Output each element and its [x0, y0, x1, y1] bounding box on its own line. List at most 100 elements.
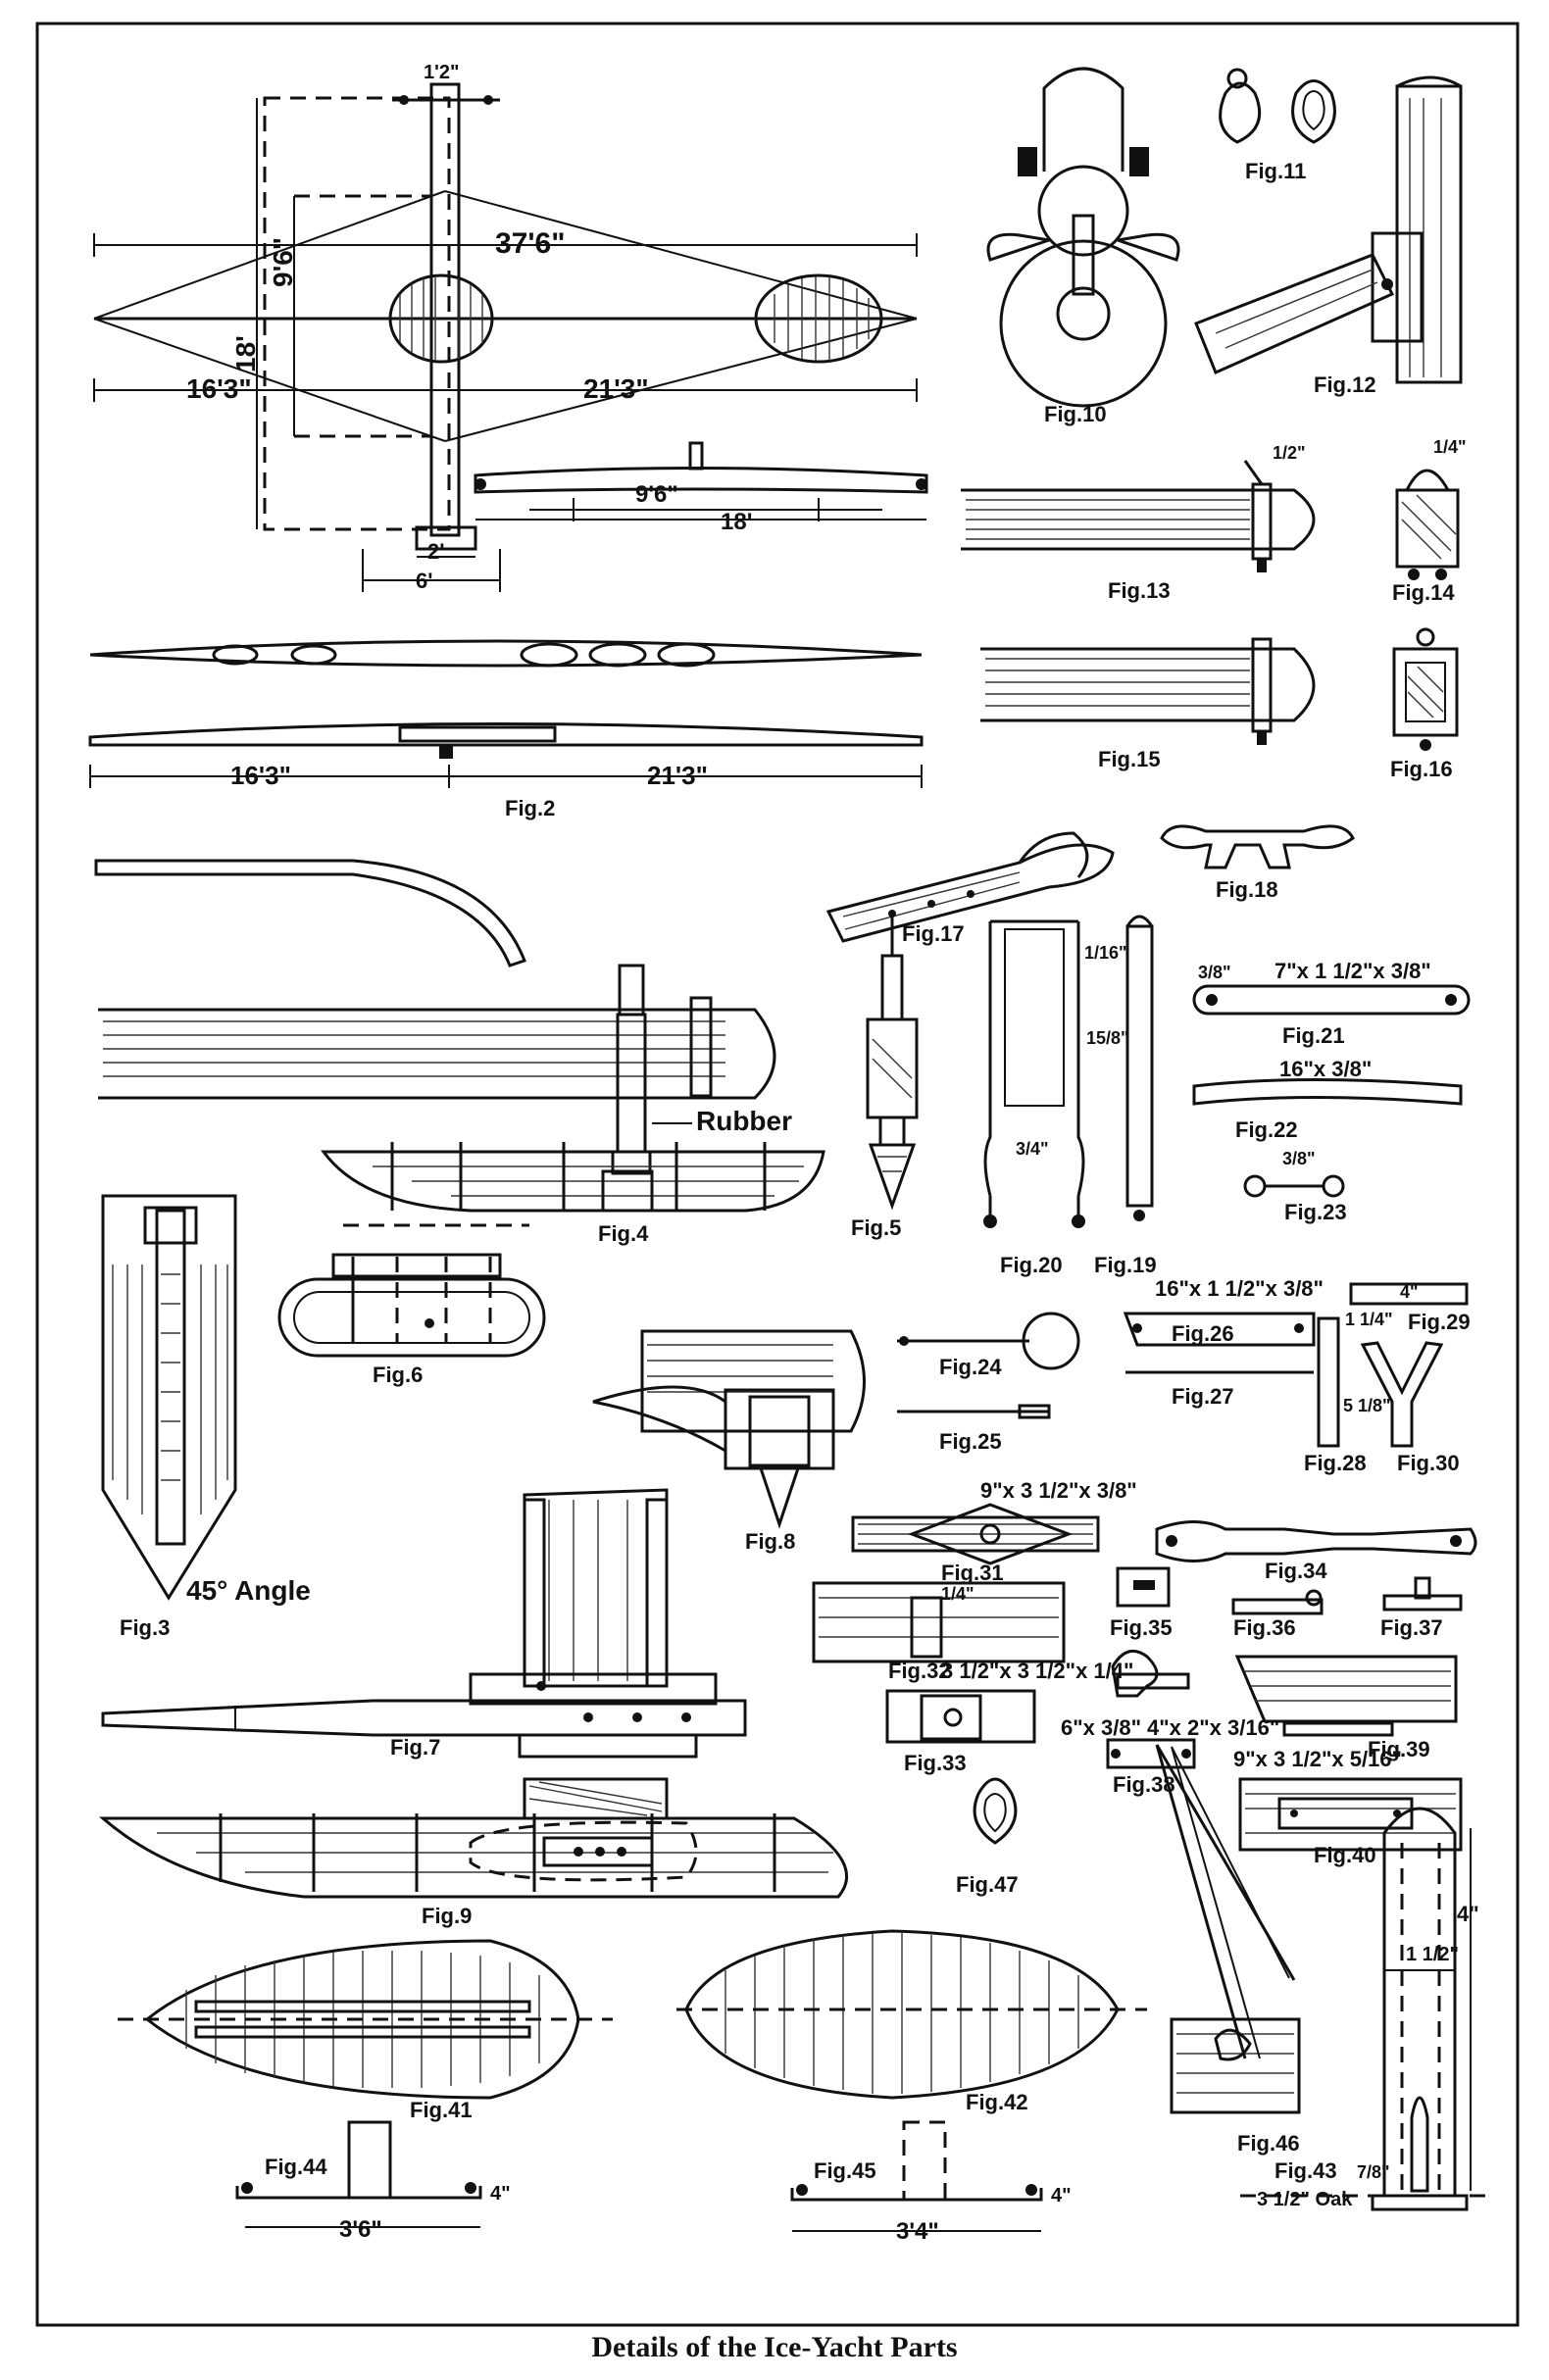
fig-22-label: Fig.22: [1235, 1117, 1298, 1142]
fig-45-label: Fig.45: [814, 2158, 876, 2183]
dim-f43-c: 7/8": [1357, 2162, 1390, 2182]
fig3-rudder-post: 45° Angle Fig.3: [101, 1194, 311, 1640]
dim-f44-h: 4": [490, 2183, 511, 2205]
fig-13-label: Fig.13: [1108, 578, 1171, 603]
fig-32-label: Fig.32: [888, 1659, 951, 1683]
dim-f32-b: 3 1/2"x 3 1/2"x 1/4": [941, 1659, 1133, 1683]
dim-f32-a: 1/4": [941, 1584, 974, 1604]
dim-16-3: 16'3": [186, 373, 252, 404]
fig41-fig44-sled: Fig.41 3'6" 4" Fig.44: [118, 1939, 613, 2243]
fig5-runner-section: Fig.5: [851, 917, 919, 1240]
dim-1-2: 1'2": [424, 62, 459, 83]
fig-29-label: Fig.29: [1408, 1310, 1471, 1334]
fig-36-label: Fig.36: [1233, 1615, 1296, 1640]
dim-f43-a: 4": [1457, 1902, 1479, 1926]
plate-border: [35, 22, 1520, 2327]
fig18-cleat: Fig.18: [1160, 824, 1355, 902]
fig9-runner: Fig.9: [98, 1777, 849, 1928]
fig14-clamp: 1/4" Fig.14: [1392, 437, 1467, 605]
dim-f22: 16"x 3/8": [1279, 1057, 1372, 1081]
dim-f28-a: 1 1/4": [1345, 1310, 1393, 1329]
fig7-stern: Fig.7: [101, 1488, 747, 1760]
fig2-hull: 16'3" 21'3" Fig.2: [88, 639, 924, 820]
fig-11-label: Fig.11: [1245, 159, 1306, 183]
fig40-plate: Fig.40: [1238, 1777, 1463, 1867]
fig12-mast-fitting: Fig.12: [1194, 75, 1463, 397]
rubber-label: Rubber: [696, 1106, 792, 1136]
fig-19-label: Fig.19: [1094, 1253, 1157, 1277]
dim-f21-b: 7"x 1 1/2"x 3/8": [1274, 959, 1431, 983]
dim-f28-b: 5 1/8": [1343, 1396, 1391, 1415]
fig-2-label: Fig.2: [505, 796, 555, 820]
fig39-hinge: Fig.39 9"x 3 1/2"x 5/16": [1233, 1655, 1458, 1771]
dim-9-6b: 9'6": [635, 481, 678, 508]
fig-3-label: Fig.3: [120, 1615, 170, 1640]
fig-4-label: Fig.4: [598, 1221, 649, 1246]
fig-23-label: Fig.23: [1284, 1200, 1347, 1224]
dim-18: 18': [230, 335, 261, 372]
fig-9-label: Fig.9: [422, 1904, 472, 1928]
fig-25-label: Fig.25: [939, 1429, 1002, 1454]
fig11-thimbles: Fig.11: [1219, 68, 1336, 183]
dim-f45: 3'4": [896, 2218, 939, 2245]
fig-8-label: Fig.8: [745, 1529, 795, 1554]
fig-14-label: Fig.14: [1392, 580, 1455, 605]
dim-f13: 1/2": [1273, 443, 1306, 463]
fig-10-label: Fig.10: [1044, 402, 1107, 426]
fig-15-label: Fig.15: [1098, 747, 1161, 771]
fig-42-label: Fig.42: [966, 2090, 1028, 2114]
dim-f43-b: 1 1/2": [1406, 1944, 1459, 1965]
dim-f26: 16"x 1 1/2"x 3/8": [1155, 1276, 1324, 1301]
fig-30-label: Fig.30: [1397, 1451, 1460, 1475]
fig-12-label: Fig.12: [1314, 372, 1376, 397]
fig-5-label: Fig.5: [851, 1215, 901, 1240]
fig-47-label: Fig.47: [956, 1872, 1019, 1897]
dim-21-3: 21'3": [583, 373, 649, 404]
fig-44-label: Fig.44: [265, 2155, 327, 2179]
fig-34-label: Fig.34: [1265, 1559, 1327, 1583]
dim-f20-a: 1/16": [1084, 943, 1127, 963]
fig-40-label: Fig.40: [1314, 1843, 1376, 1867]
dim-f29: 4": [1400, 1282, 1419, 1302]
fig46-mast-stay: Fig.46: [1155, 1744, 1301, 2156]
dim-21-3b: 21'3": [647, 761, 708, 790]
dim-f38-b: 4"x 2"x 3/16": [1147, 1715, 1279, 1740]
fig-43-label: Fig.43: [1274, 2158, 1337, 2183]
fig8-runner-section: Fig.8: [592, 1329, 866, 1554]
dim-f31: 9"x 3 1/2"x 3/8": [980, 1478, 1137, 1503]
fig32-fig33-plates: 1/4" Fig.32 3 1/2"x 3 1/2"x 1/4" Fig.33: [812, 1581, 1133, 1775]
fig43-runner-shoe: 4" 1 1/2" Fig.43 7/8" 3 1/2" Oak: [1240, 1807, 1490, 2211]
fig23-link: 3/8" Fig.23: [1243, 1149, 1347, 1224]
fig22-bar: 16"x 3/8" Fig.22: [1192, 1057, 1463, 1142]
fig38-hasp: 6"x 3/8" 4"x 2"x 3/16" Fig.38: [1061, 1649, 1279, 1797]
fig-31-label: Fig.31: [941, 1561, 1004, 1585]
fig20-fig19-straps: 1/16" 15/8" 3/4" Fig.20 Fig.19: [983, 915, 1157, 1277]
fig-16-label: Fig.16: [1390, 757, 1453, 781]
dim-f20-b: 15/8": [1086, 1028, 1129, 1048]
dim-f14: 1/4": [1433, 437, 1467, 457]
fig21-plate: 3/8" 7"x 1 1/2"x 3/8" Fig.21: [1192, 959, 1471, 1048]
fig35-fig36-fig37: Fig.35 Fig.36 Fig.37: [1110, 1566, 1463, 1640]
fig-7-label: Fig.7: [390, 1735, 440, 1760]
dim-f38-a: 6"x 3/8": [1061, 1715, 1141, 1740]
dim-9-6: 9'6": [268, 237, 298, 287]
dim-f20-c: 3/4": [1016, 1139, 1049, 1159]
fig-26-label: Fig.26: [1172, 1321, 1234, 1346]
fig-20-label: Fig.20: [1000, 1253, 1063, 1277]
fig-27-label: Fig.27: [1172, 1384, 1234, 1409]
dim-37-6: 37'6": [495, 227, 565, 260]
dim-f44: 3'6": [339, 2216, 382, 2243]
fig-6-label: Fig.6: [373, 1363, 423, 1387]
fig10-block: Fig.10: [986, 67, 1180, 426]
dim-f43-oak: 3 1/2" Oak: [1257, 2189, 1353, 2210]
fig15-runner-chock: Fig.15: [980, 637, 1316, 771]
fig13-runner-chock: 1/2" Fig.13: [961, 443, 1316, 603]
fig31-plate: 9"x 3 1/2"x 3/8" Fig.31: [851, 1478, 1137, 1585]
dim-18b: 18': [721, 509, 752, 535]
fig42-fig45-sled: Fig.42 3'4" 4" Fig.45: [676, 1929, 1147, 2245]
fig-39-label: Fig.39: [1368, 1737, 1430, 1761]
dim-f21-a: 3/8": [1198, 963, 1231, 982]
fig-21-label: Fig.21: [1282, 1023, 1345, 1048]
fig-37-label: Fig.37: [1380, 1615, 1443, 1640]
fig4-rudder-runner: Rubber Fig.4: [94, 859, 825, 1246]
